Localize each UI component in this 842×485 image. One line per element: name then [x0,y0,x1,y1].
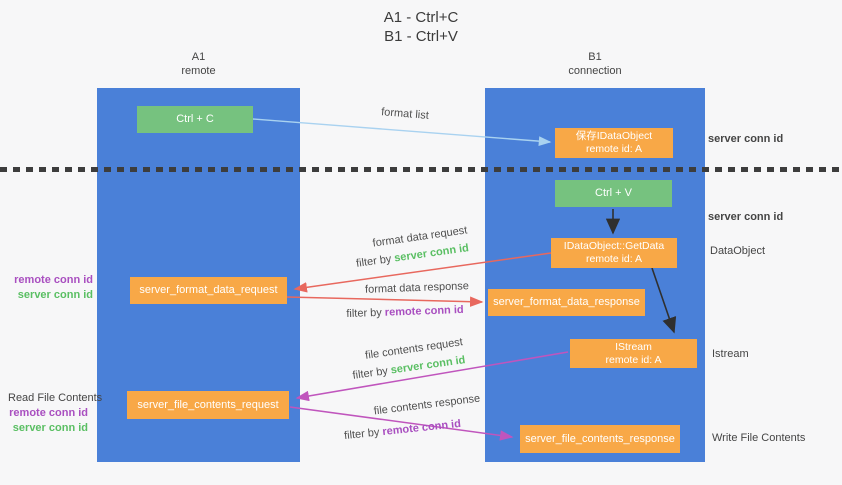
server-format-data-response-label: server_format_data_response [493,296,640,308]
save-idataobject-line1: 保存IDataObject [575,130,653,142]
lifeline-a1-name: remote [181,65,216,77]
server-file-contents-request-box: server_file_contents_request [127,391,289,419]
dataobject-annotation: DataObject [710,245,766,257]
istream-box: IStream remote id: A [570,339,697,368]
conn-id-legend-file: remote conn id server conn id [0,406,88,436]
getdata-line2: remote id: A [585,253,643,265]
format-list-arrow-label: format list [380,106,430,122]
ctrl-v-label: Ctrl + V [595,187,632,199]
save-idataobject-box: 保存IDataObject remote id: A [555,128,673,158]
filter-by-text: filter by [355,253,393,270]
server-file-contents-request-label: server_file_contents_request [137,398,279,411]
lifeline-a1-id: A1 [191,51,206,63]
server-conn-id-legend: server conn id [12,422,88,434]
filter-by-text: filter by [351,365,389,382]
remote-conn-id-legend: remote conn id [9,407,88,419]
format-data-response-label: format data response [364,280,470,296]
idataobject-getdata-box: IDataObject::GetData remote id: A [551,238,677,268]
istream-line2: remote id: A [605,353,662,366]
server-conn-id-filter-value: server conn id [393,242,470,265]
format-data-response-arrow [286,296,484,307]
server-conn-id-annotation-top: server conn id [708,133,784,145]
istream-line1: IStream [615,340,652,353]
server-file-contents-response-label: server_file_contents_response [525,432,675,445]
remote-conn-id-filter-value: remote conn id [381,417,462,439]
title-line-1: A1 - Ctrl+C [383,9,459,26]
lifeline-b1-id: B1 [588,51,602,63]
server-format-data-request-box: server_format_data_request [130,277,287,304]
ctrl-c-action-box: Ctrl + C [137,106,253,133]
istream-annotation: Istream [712,348,749,360]
lifeline-header-b1: B1 connection [485,50,705,78]
title-line-2: B1 - Ctrl+V [384,28,458,45]
phase-separator-dotted-line [0,167,842,172]
server-conn-id-legend: server conn id [17,289,93,301]
server-format-data-response-box: server_format_data_response [488,289,645,316]
diagram-title: A1 - Ctrl+C B1 - Ctrl+V [0,8,842,46]
read-file-contents-annotation: Read File Contents [8,392,103,404]
conn-id-legend-format: remote conn id server conn id [0,273,93,303]
remote-conn-id-legend: remote conn id [14,274,93,286]
server-format-data-request-label: server_format_data_request [139,284,278,296]
ctrl-v-action-box: Ctrl + V [555,180,672,207]
file-contents-response-label: file contents response [373,392,481,418]
lifeline-header-a1: A1 remote [97,50,300,78]
save-idataobject-line2: remote id: A [585,143,643,155]
server-conn-id-annotation-mid: server conn id [708,211,784,223]
filter-by-text: filter by [343,426,381,443]
remote-conn-id-filter-value: remote conn id [384,303,464,319]
lifeline-b1-name: connection [568,65,622,77]
write-file-contents-annotation: Write File Contents [712,432,806,444]
server-conn-id-filter-value: server conn id [389,354,467,377]
getdata-line1: IDataObject::GetData [563,240,665,252]
server-file-contents-response-box: server_file_contents_response [520,425,680,453]
filter-by-text: filter by [346,306,383,321]
ctrl-c-label: Ctrl + C [176,113,214,125]
